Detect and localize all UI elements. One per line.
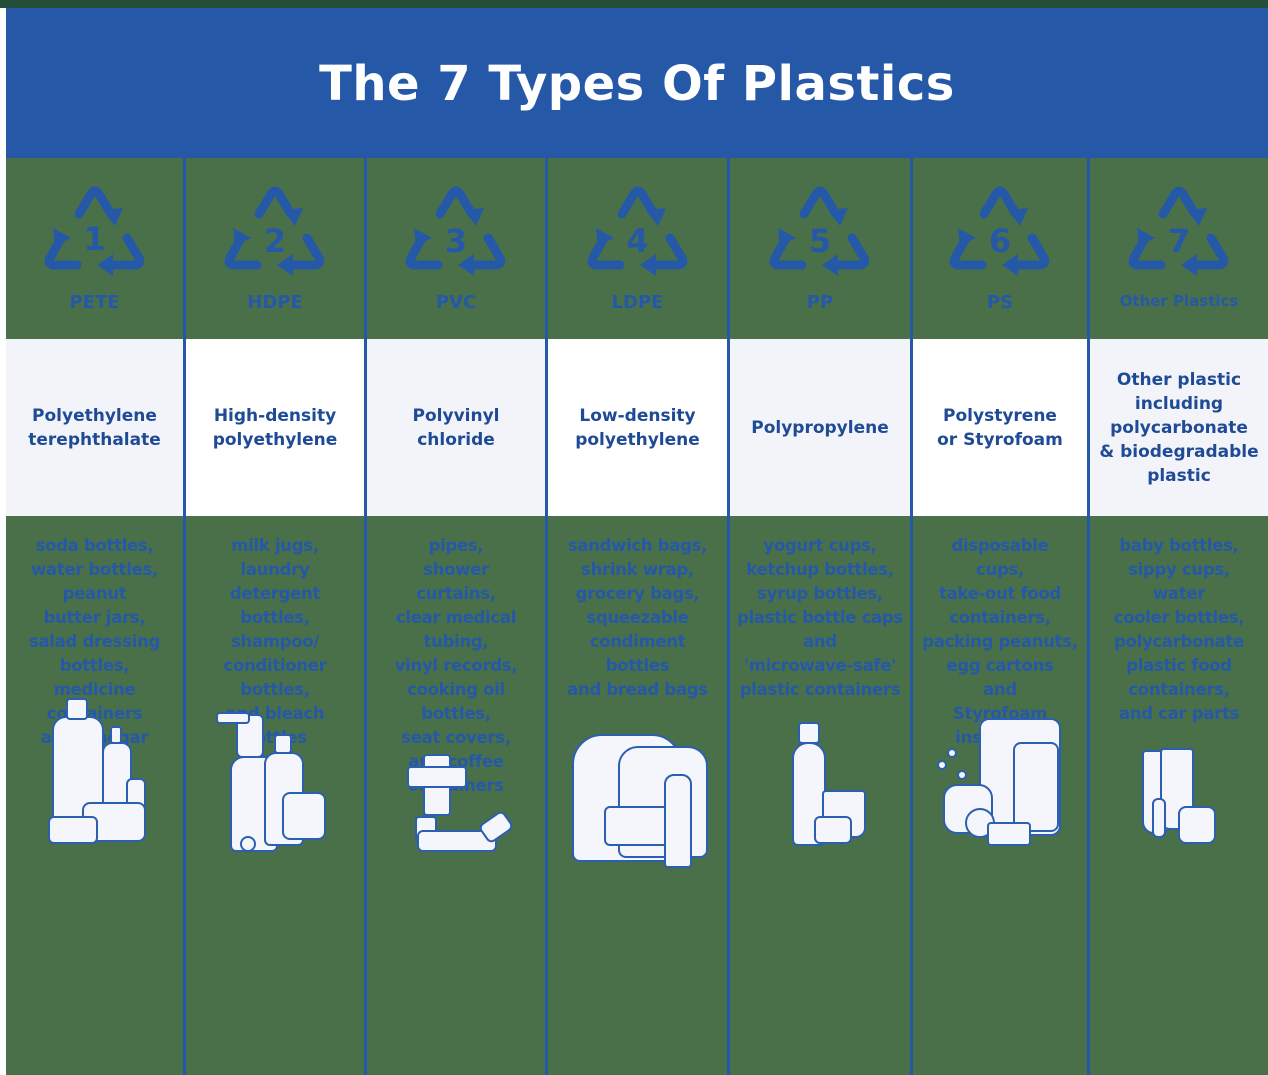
resin-abbreviation: Other Plastics (1119, 292, 1239, 310)
plastic-name-cell: High-density polyethylene (186, 339, 364, 516)
resin-number: 1 (83, 220, 106, 258)
resin-number: 3 (444, 222, 468, 260)
plastic-column-2: 2 HDPE High-density polyethylene milk ju… (186, 158, 367, 1075)
product-illustration (913, 718, 1087, 1075)
bottle-and-cups-illustration (730, 516, 910, 846)
bags-illustration (548, 516, 727, 868)
common-uses-cell: disposable cups, take-out food container… (913, 516, 1087, 856)
plastic-column-5: 5 PP Polypropylene yogurt cups, ketchup … (730, 158, 913, 1075)
resin-abbreviation: PP (806, 292, 834, 313)
resin-number: 6 (988, 222, 1012, 260)
recycle-icon (224, 186, 325, 276)
product-illustration (548, 734, 727, 1075)
recycle-icon (587, 186, 687, 276)
plastic-name-cell: Polyethylene terephthalate (6, 339, 183, 516)
tubes-and-jars-illustration (1090, 516, 1268, 844)
spray-and-detergent-illustration (186, 516, 364, 852)
plastic-name-cell: Polyvinyl chloride (367, 339, 545, 516)
resin-number: 4 (626, 222, 649, 260)
resin-abbreviation: HDPE (247, 292, 303, 313)
plastic-name-cell: Polystyrene or Styrofoam (913, 339, 1087, 516)
header-banner: The 7 Types Of Plastics (6, 8, 1268, 158)
page-title: The 7 Types Of Plastics (319, 56, 955, 112)
recycling-symbol-cell: 3 PVC (367, 158, 545, 339)
common-uses: sandwich bags, shrink wrap, grocery bags… (567, 536, 708, 699)
resin-abbreviation: PETE (69, 292, 120, 313)
product-illustration (6, 698, 183, 1075)
product-illustration (186, 712, 364, 1075)
plastic-name-cell: Other plastic including polycarbonate & … (1090, 339, 1268, 516)
plastic-name: Other plastic including polycarbonate & … (1099, 369, 1259, 486)
recycle-icon (949, 186, 1050, 276)
recycle-icon (1128, 186, 1229, 276)
common-uses-cell: sandwich bags, shrink wrap, grocery bags… (548, 516, 727, 856)
plastic-column-7: 7 Other Plastics Other plastic including… (1090, 158, 1268, 1075)
recycling-symbol-cell: 7 Other Plastics (1090, 158, 1268, 339)
resin-number: 7 (1167, 222, 1191, 260)
plastic-column-6: 6 PS Polystyrene or Styrofoam disposable… (913, 158, 1090, 1075)
recycling-symbol-cell: 6 PS (913, 158, 1087, 339)
resin-abbreviation: PVC (435, 292, 477, 313)
recycling-symbol-cell: 1 PETE (6, 158, 183, 339)
plastic-name: Polyethylene terephthalate (28, 405, 161, 450)
resin-number: 2 (263, 222, 287, 260)
pipes-illustration (367, 516, 545, 852)
resin-abbreviation: LDPE (611, 292, 664, 313)
recycling-symbol-cell: 5 PP (730, 158, 910, 339)
plastic-column-3: 3 PVC Polyvinyl chloride pipes, shower c… (367, 158, 548, 1075)
product-illustration (367, 754, 545, 1075)
bottles-and-jars-illustration (6, 516, 183, 844)
product-illustration (730, 722, 910, 1075)
plastic-name: Low-density polyethylene (575, 405, 700, 450)
top-strip (0, 0, 1268, 8)
common-uses: disposable cups, take-out food container… (922, 536, 1078, 747)
takeout-containers-illustration (913, 516, 1087, 846)
plastic-name-cell: Low-density polyethylene (548, 339, 727, 516)
common-uses: yogurt cups, ketchup bottles, syrup bott… (737, 536, 903, 699)
resin-abbreviation: PS (986, 292, 1014, 313)
common-uses-cell: baby bottles, sippy cups, water cooler b… (1090, 516, 1268, 856)
recycle-icon (44, 186, 144, 276)
plastic-name: Polyvinyl chloride (412, 405, 500, 450)
plastic-name: Polypropylene (751, 417, 889, 438)
recycle-icon (405, 186, 506, 276)
recycling-symbol-cell: 4 LDPE (548, 158, 727, 339)
plastic-name-cell: Polypropylene (730, 339, 910, 516)
resin-number: 5 (808, 222, 832, 260)
plastics-grid: 1 PETE Polyethylene terephthalate soda b… (6, 158, 1268, 1075)
common-uses: baby bottles, sippy cups, water cooler b… (1113, 536, 1245, 723)
common-uses-cell: yogurt cups, ketchup bottles, syrup bott… (730, 516, 910, 856)
product-illustration (1090, 748, 1268, 1075)
plastic-column-1: 1 PETE Polyethylene terephthalate soda b… (6, 158, 186, 1075)
recycle-icon (769, 186, 870, 276)
plastic-name: High-density polyethylene (212, 405, 338, 450)
plastic-column-4: 4 LDPE Low-density polyethylene sandwich… (548, 158, 730, 1075)
recycling-symbol-cell: 2 HDPE (186, 158, 364, 339)
plastic-name: Polystyrene or Styrofoam (937, 405, 1063, 450)
